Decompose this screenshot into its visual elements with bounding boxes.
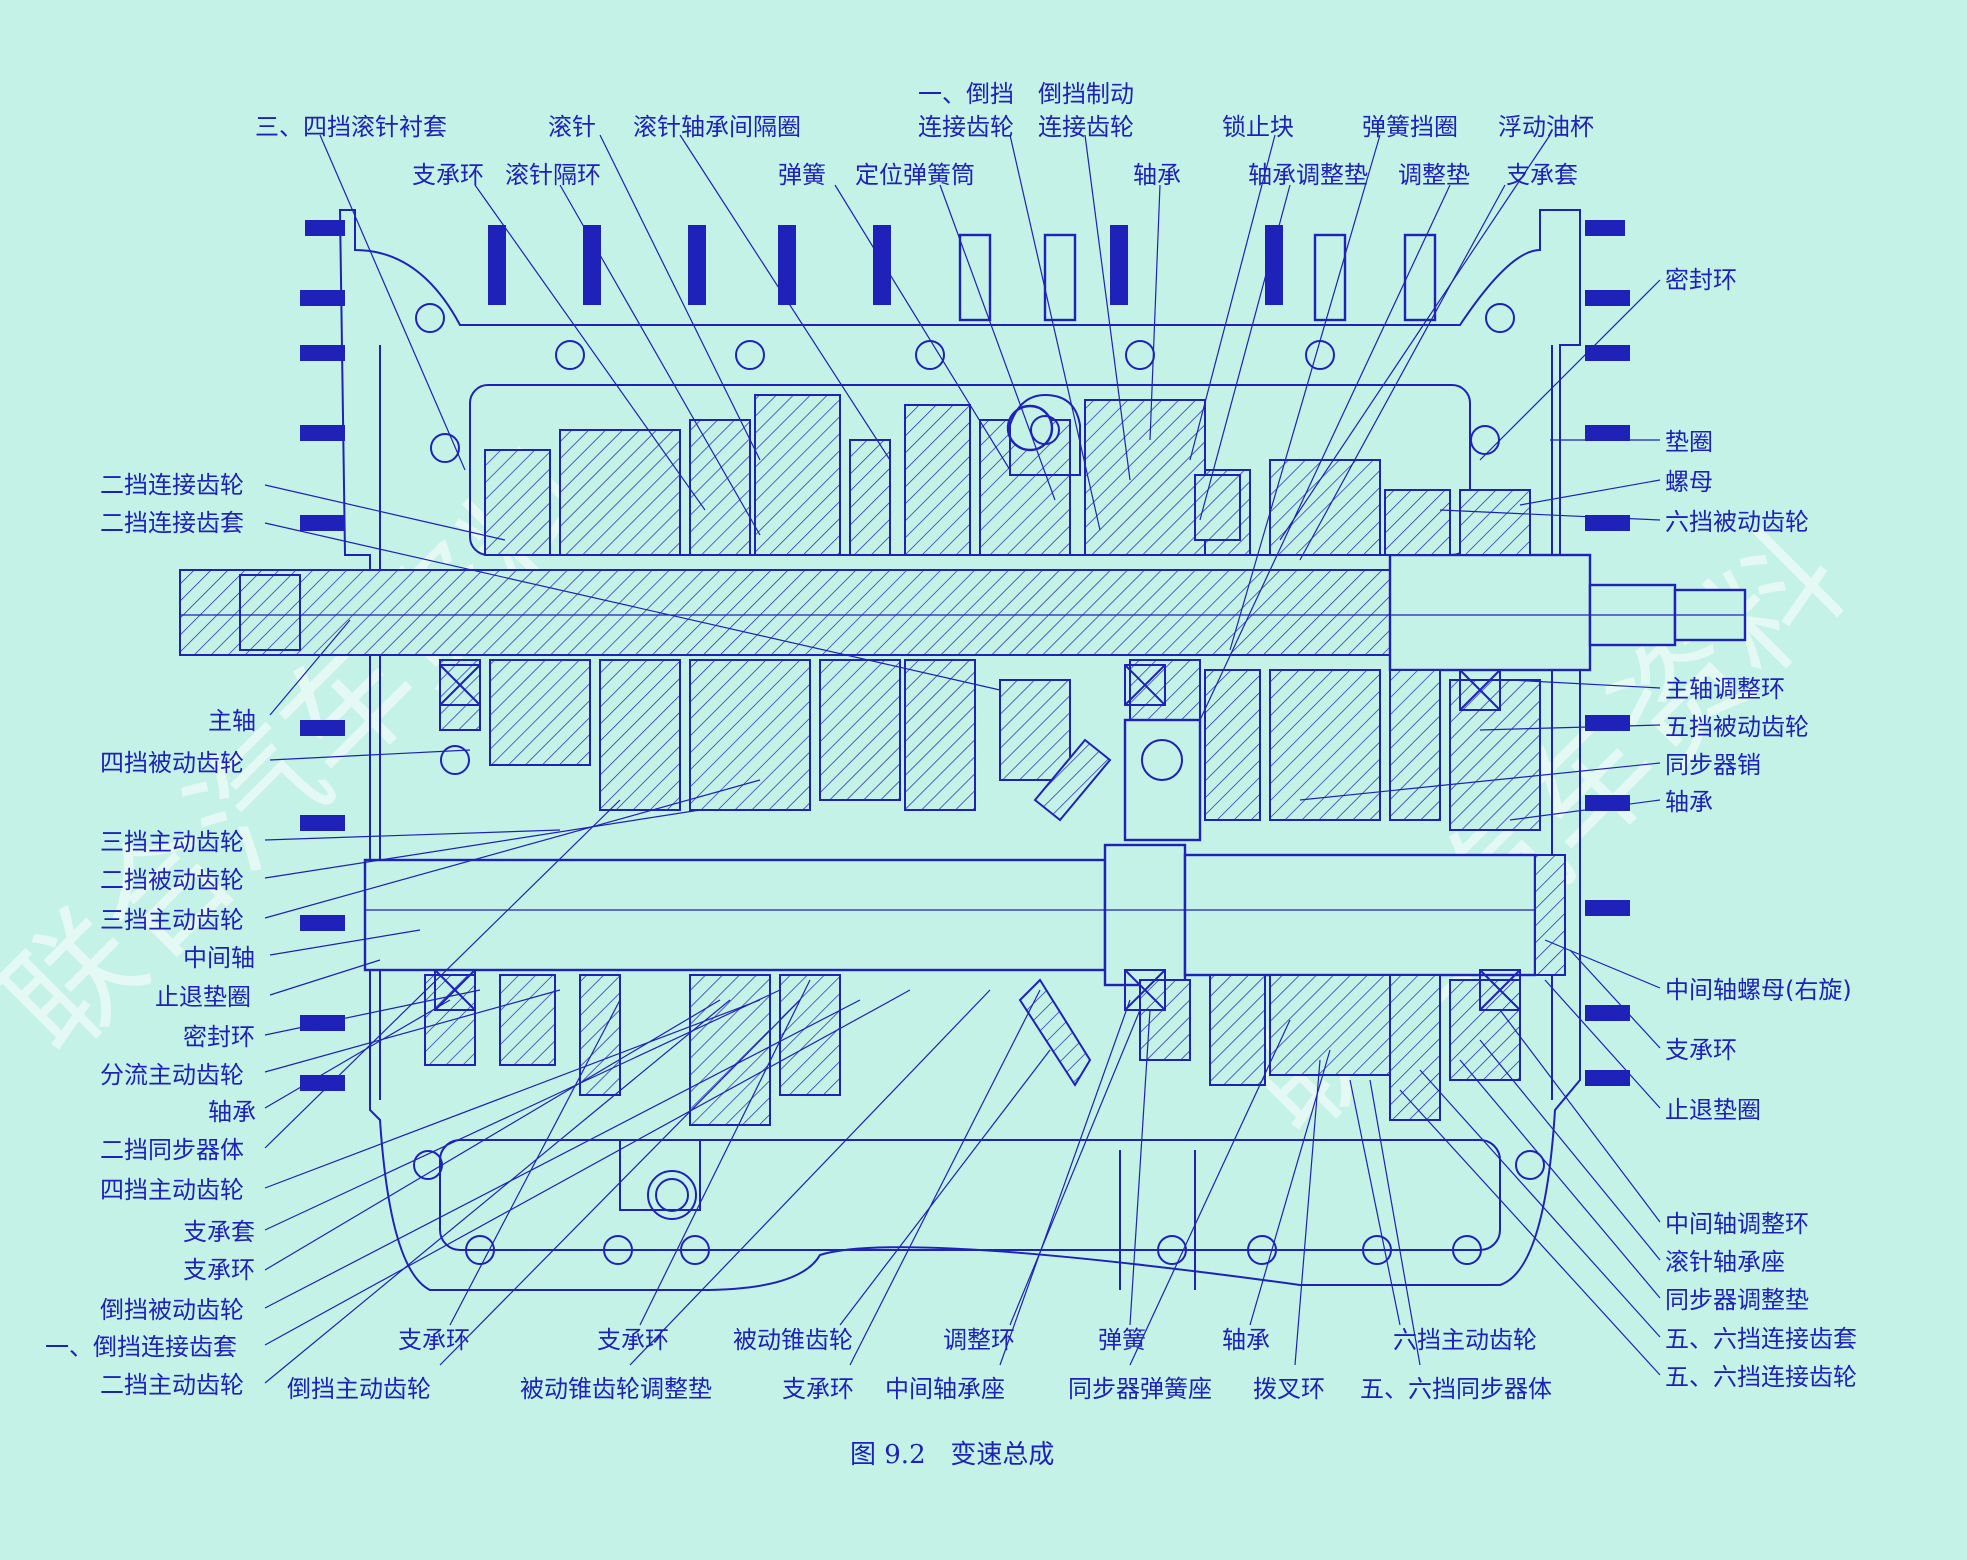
label-top2-7: 轴承: [1133, 161, 1181, 189]
label-right-14: 同步器调整垫: [1665, 1286, 1809, 1314]
label-left-15: 支承套: [183, 1218, 255, 1246]
label-left-11: 分流主动齿轮: [100, 1061, 244, 1089]
bearings: [434, 664, 1521, 1011]
label-right-7: 同步器销: [1665, 751, 1761, 779]
bottom-labels: 支承环 支承环 被动锥齿轮 调整环 弹簧 轴承 六挡主动齿轮 倒挡主动齿轮 被动…: [287, 1326, 1552, 1403]
label-left-18: 一、倒挡连接齿套: [45, 1333, 237, 1361]
label-top2-8: 轴承调整垫: [1248, 161, 1368, 189]
label-bottom2-6: 拨叉环: [1253, 1375, 1325, 1403]
label-bottom-5: 弹簧: [1098, 1326, 1146, 1354]
label-left-12: 轴承: [208, 1098, 256, 1126]
label-left-2: 二挡连接齿套: [100, 509, 244, 537]
label-top2-3: 弹簧: [778, 161, 826, 189]
label-bottom-7: 六挡主动齿轮: [1393, 1326, 1537, 1354]
label-top-1: 三、四挡滚针衬套: [255, 113, 447, 141]
left-labels: 二挡连接齿轮 二挡连接齿套 主轴 四挡被动齿轮 三挡主动齿轮 二挡被动齿轮 三挡…: [45, 471, 256, 1399]
label-bottom2-1: 倒挡主动齿轮: [287, 1375, 431, 1403]
label-top2-9: 调整垫: [1398, 161, 1470, 189]
label-left-4: 四挡被动齿轮: [100, 749, 244, 777]
bevel-gear-assembly: [1009, 393, 1241, 842]
label-left-8: 中间轴: [183, 944, 255, 972]
right-labels: 密封环 垫圈 螺母 六挡被动齿轮 主轴调整环 五挡被动齿轮 同步器销 轴承 中间…: [1665, 266, 1857, 1391]
main-shaft: [179, 553, 1747, 672]
label-bottom2-7: 五、六挡同步器体: [1360, 1375, 1552, 1403]
lower-main-gears: [439, 659, 1541, 831]
label-right-8: 轴承: [1665, 788, 1713, 816]
label-right-15: 五、六挡连接齿套: [1665, 1325, 1857, 1353]
label-left-14: 四挡主动齿轮: [100, 1176, 244, 1204]
label-top-3: 滚针轴承间隔圈: [633, 113, 801, 141]
label-left-13: 二挡同步器体: [100, 1136, 244, 1164]
countershaft-gears: [424, 738, 1521, 1126]
top-labels: 三、四挡滚针衬套 滚针 滚针轴承间隔圈 一、倒挡 倒挡制动 锁止块 弹簧挡圈 浮…: [255, 80, 1594, 189]
label-right-9: 中间轴螺母(右旋): [1665, 976, 1852, 1004]
label-right-5: 主轴调整环: [1665, 675, 1785, 703]
label-bottom-4: 调整环: [943, 1326, 1015, 1354]
label-bottom2-4: 中间轴承座: [885, 1375, 1005, 1403]
label-bottom2-3: 支承环: [782, 1375, 854, 1403]
label-right-3: 螺母: [1665, 468, 1713, 496]
label-right-12: 中间轴调整环: [1665, 1210, 1809, 1238]
label-right-4: 六挡被动齿轮: [1665, 508, 1809, 536]
label-top-6: 锁止块: [1222, 113, 1294, 141]
label-right-1: 密封环: [1665, 266, 1737, 294]
countershaft: [363, 843, 1566, 987]
label-top-8: 浮动油杯: [1498, 113, 1594, 141]
label-right-2: 垫圈: [1665, 428, 1713, 456]
label-top-2: 滚针: [548, 113, 596, 141]
label-left-10: 密封环: [183, 1023, 255, 1051]
label-top-7: 弹簧挡圈: [1362, 113, 1458, 141]
label-left-5: 三挡主动齿轮: [100, 828, 244, 856]
label-top-5: 倒挡制动: [1038, 80, 1134, 108]
label-bottom-6: 轴承: [1222, 1326, 1270, 1354]
label-top2-1: 支承环: [412, 161, 484, 189]
label-right-13: 滚针轴承座: [1665, 1248, 1785, 1276]
label-bottom-2: 支承环: [597, 1326, 669, 1354]
figure-caption: 图 9.2 变速总成: [850, 1440, 1054, 1470]
label-left-3: 主轴: [208, 707, 256, 735]
label-right-10: 支承环: [1665, 1036, 1737, 1064]
label-left-6: 二挡被动齿轮: [100, 866, 244, 894]
label-bottom-3: 被动锥齿轮: [733, 1326, 853, 1354]
label-right-6: 五挡被动齿轮: [1665, 713, 1809, 741]
label-top2-2: 滚针隔环: [505, 161, 601, 189]
label-left-19: 二挡主动齿轮: [100, 1371, 244, 1399]
label-top2-4: 定位弹簧筒: [855, 161, 975, 189]
label-top2-5: 连接齿轮: [918, 113, 1014, 141]
label-left-1: 二挡连接齿轮: [100, 471, 244, 499]
label-top2-10: 支承套: [1506, 161, 1578, 189]
main-shaft-gears: [484, 394, 1531, 556]
label-bottom-1: 支承环: [398, 1326, 470, 1354]
label-left-16: 支承环: [183, 1256, 255, 1284]
label-left-17: 倒挡被动齿轮: [100, 1296, 244, 1324]
label-left-9: 止退垫圈: [155, 983, 251, 1011]
label-bottom2-5: 同步器弹簧座: [1068, 1375, 1212, 1403]
label-bottom2-2: 被动锥齿轮调整垫: [520, 1375, 712, 1403]
label-right-11: 止退垫圈: [1665, 1096, 1761, 1124]
label-left-7: 三挡主动齿轮: [100, 906, 244, 934]
leader-lines: [264, 134, 1661, 1384]
label-top-4: 一、倒挡: [918, 80, 1014, 108]
label-top2-6: 连接齿轮: [1038, 113, 1134, 141]
label-right-16: 五、六挡连接齿轮: [1665, 1363, 1857, 1391]
